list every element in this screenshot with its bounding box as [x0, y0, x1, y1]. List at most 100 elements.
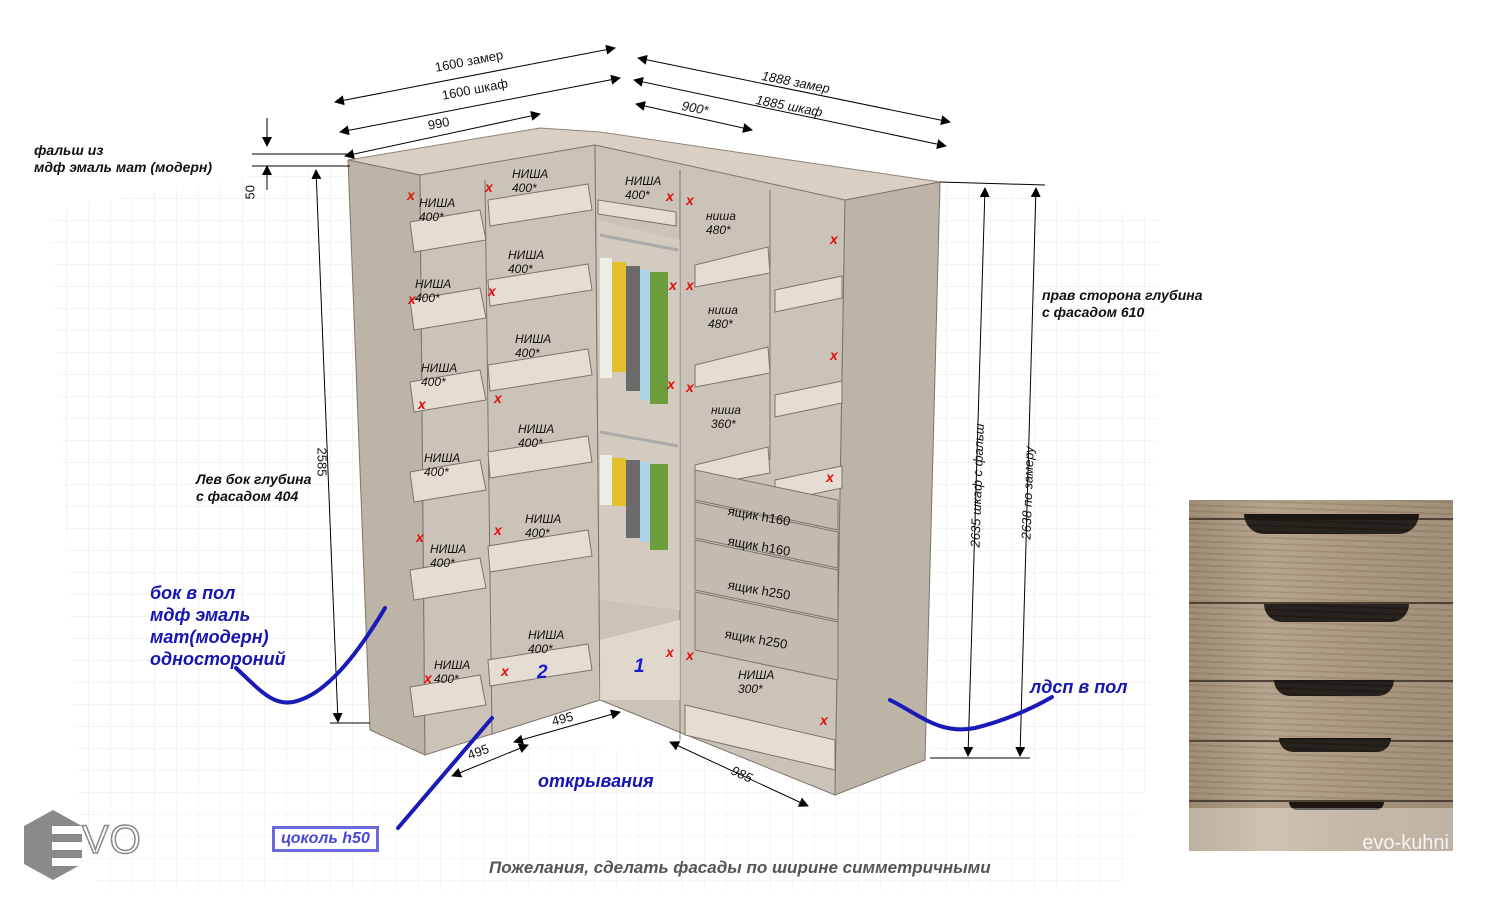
note-left-side: Лев бок глубина с фасадом 404 [196, 471, 311, 505]
hanging-rod-top [599, 233, 679, 252]
section-number-1: 1 [634, 656, 645, 677]
note-right-panel: лдсп в пол [1030, 677, 1128, 697]
shelf [487, 643, 593, 687]
marker-x: x [485, 179, 493, 195]
section-number-2: 2 [537, 662, 548, 683]
note-left-panel-line-2: мдф эмаль [150, 605, 251, 625]
note-left-panel-line-3: мат(модерн) [150, 627, 269, 647]
dim-cornice-height: 50 [242, 185, 258, 200]
note-left-side-line-1: Лев бок глубина [196, 471, 312, 487]
shelf [487, 529, 593, 573]
niche-name: НИША [525, 512, 562, 526]
niche-size: 400* [528, 642, 553, 656]
niche-name: НИША [419, 196, 456, 210]
shelf [487, 435, 593, 479]
marker-x: x [686, 379, 694, 395]
niche-size: 400* [515, 346, 540, 360]
niche-size: 480* [708, 317, 733, 331]
photo-handle-slot [1279, 738, 1391, 752]
marker-x: x [424, 670, 432, 686]
niche-name: НИША [424, 451, 461, 465]
marker-x: x [408, 291, 416, 307]
niche-name: ниша [708, 303, 738, 317]
niche-name: ниша [711, 403, 741, 417]
note-wish: Пожелания, сделать фасады по ширине симм… [489, 858, 991, 877]
photo-handle-slot [1274, 680, 1394, 696]
marker-x: x [830, 347, 838, 363]
niche-size: 400* [421, 375, 446, 389]
shelf [409, 209, 487, 253]
shelf [694, 246, 771, 288]
niche-name: ниша [706, 209, 736, 223]
note-left-panel-line-4: одностороний [150, 649, 286, 669]
photo-fade [1189, 808, 1453, 851]
photo-board [1189, 682, 1453, 742]
photo-board [1189, 740, 1453, 802]
niche-size: 400* [525, 526, 550, 540]
photo-board [1189, 604, 1453, 682]
left-shelves [409, 183, 593, 718]
hanging-rod-bottom [599, 430, 679, 448]
shelf [409, 369, 487, 413]
niche-size: 400* [508, 262, 533, 276]
note-right-side-line-2: с фасадом 610 [1042, 304, 1145, 320]
note-left-panel-line-1: бок в пол [150, 583, 236, 603]
shelf [694, 346, 771, 388]
marker-x: x [686, 277, 694, 293]
drawer-front [694, 539, 839, 621]
drawer-front [694, 469, 839, 531]
photo-handle-slot [1289, 802, 1384, 810]
niche-size: 400* [419, 210, 444, 224]
right-cabinet [594, 144, 941, 796]
shelf [487, 183, 593, 227]
niche-name: НИША [421, 361, 458, 375]
niche-size: 360* [711, 417, 736, 431]
shelf [409, 557, 487, 601]
shelf [409, 674, 487, 718]
photo-board [1189, 520, 1453, 604]
note-cornice-line-1: фальш из [34, 142, 104, 158]
marker-x: x [494, 522, 502, 538]
marker-x: x [418, 396, 426, 412]
drawer-front [694, 501, 839, 569]
note-left-panel: бок в пол мдф эмаль мат(модерн) одностор… [150, 582, 286, 670]
niche-size: 400* [625, 188, 650, 202]
dim-left-height: 2585 [314, 447, 330, 477]
niche-size: 480* [706, 223, 731, 237]
marker-x: x [667, 376, 675, 392]
marker-x: x [407, 187, 415, 203]
niche-size: 400* [518, 436, 543, 450]
note-cornice: фальш из мдф эмаль мат (модерн) [34, 142, 212, 176]
note-right-side: прав сторона глубина с фасадом 610 [1042, 287, 1203, 321]
marker-x: x [501, 663, 509, 679]
clothes [600, 258, 668, 550]
note-right-side-line-1: прав сторона глубина [1042, 287, 1203, 303]
niche-name: НИША [528, 628, 565, 642]
shelf [487, 348, 593, 392]
marker-x: x [686, 647, 694, 663]
niche-name: НИША [508, 248, 545, 262]
shelf [409, 287, 487, 331]
note-openings: открывания [538, 771, 654, 791]
shelf [774, 275, 843, 313]
shelf [597, 199, 677, 227]
photo-handle-slot [1264, 604, 1409, 622]
marker-x: x [666, 644, 674, 660]
marker-x: x [416, 529, 424, 545]
